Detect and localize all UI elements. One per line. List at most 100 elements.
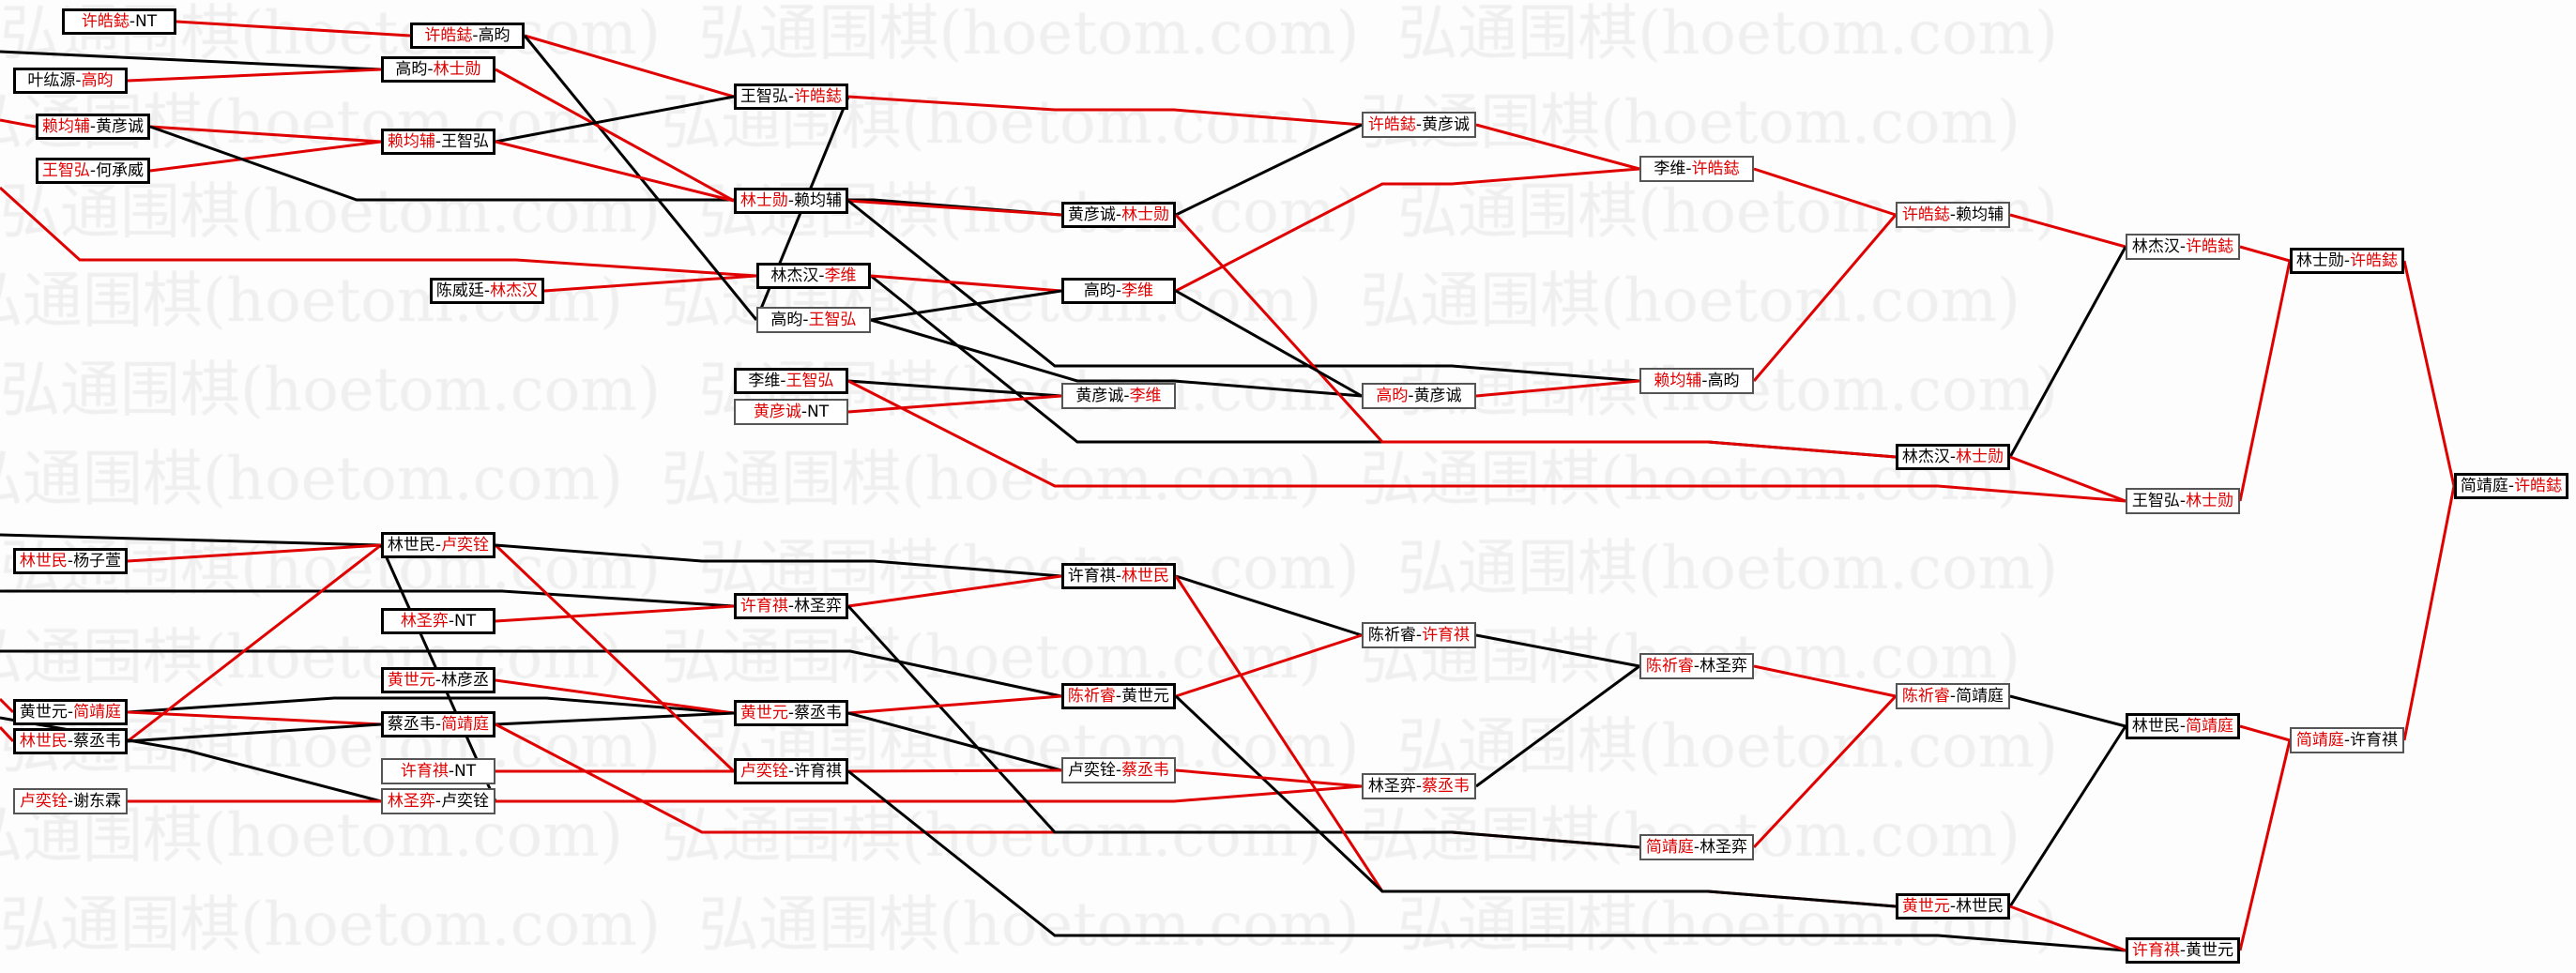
player-1-name: 黄彦诚	[1075, 386, 1124, 405]
player-2-name: 谢东霖	[73, 791, 122, 811]
separator: -	[472, 25, 479, 45]
match-box-t-c3[interactable]: 林杰汉-李维	[756, 263, 871, 289]
connector-black	[495, 95, 735, 144]
match-box-b-c2[interactable]: 黄世元-蔡丞韦	[734, 700, 848, 726]
connector-red	[870, 274, 1062, 293]
match-box-b-a1[interactable]: 林世民-杨子萱	[13, 548, 128, 574]
match-box-b-f2[interactable]: 简靖庭-林圣弈	[1639, 834, 1754, 860]
match-box-b-e2[interactable]: 林圣弈-蔡丞韦	[1362, 773, 1476, 799]
match-box-t-a1[interactable]: 许皓鋕-NT	[62, 8, 176, 35]
match-box-b-b4[interactable]: 蔡丞韦-简靖庭	[381, 711, 495, 737]
connector-red	[2009, 905, 2126, 952]
match-box-t-d3[interactable]: 黄彦诚-李维	[1061, 383, 1176, 409]
match-box-t-b1[interactable]: 许皓鋕-高昀	[410, 23, 525, 49]
match-box-b-e1[interactable]: 陈祈睿-许育祺	[1362, 622, 1476, 648]
match-box-b-d1[interactable]: 许育祺-林世民	[1061, 563, 1176, 589]
player-1-name: 林士勋	[739, 190, 788, 210]
match-box-t-i1[interactable]: 林士勋-许皓鋕	[2290, 248, 2404, 274]
match-box-t-h2[interactable]: 王智弘-林士勋	[2126, 488, 2240, 514]
player-2-name: 李维	[1121, 281, 1154, 300]
match-box-b-b1[interactable]: 林世民-卢奕铨	[381, 532, 495, 558]
connector-red	[495, 140, 735, 203]
match-box-b-c3[interactable]: 卢奕铨-许育祺	[734, 758, 848, 784]
player-1-name: 李维	[1654, 159, 1686, 178]
match-box-t-h1[interactable]: 林杰汉-许皓鋕	[2126, 234, 2240, 260]
connector-red	[847, 199, 1062, 217]
separator: -	[2179, 491, 2187, 510]
match-box-b-b3[interactable]: 黄世元-林彦丞	[381, 667, 495, 693]
match-box-b-h1[interactable]: 林世民-简靖庭	[2126, 713, 2240, 739]
player-2-name: 黄世元	[2186, 940, 2234, 960]
match-box-t-g2[interactable]: 林杰汉-林士勋	[1896, 444, 2010, 470]
match-box-b-c1[interactable]: 许育祺-林圣弈	[734, 593, 848, 619]
match-box-t-a5[interactable]: 陈威廷-林杰汉	[430, 278, 544, 304]
match-box-b-a4[interactable]: 卢奕铨-谢东霖	[13, 788, 128, 814]
separator: -	[67, 551, 74, 570]
match-box-t-c4[interactable]: 高昀-王智弘	[756, 307, 871, 333]
match-box-t-g1[interactable]: 许皓鋕-赖均辅	[1896, 202, 2010, 228]
separator: -	[434, 791, 442, 811]
match-box-b-b6[interactable]: 林圣弈-卢奕铨	[381, 788, 495, 814]
player-2-name: 黄彦诚	[96, 116, 145, 136]
player-1-name: 林圣弈	[387, 791, 435, 811]
connector-red	[1175, 167, 1640, 293]
player-2-name: 蔡丞韦	[73, 731, 122, 751]
match-box-b-f1[interactable]: 陈祈睿-林圣弈	[1639, 653, 1754, 679]
match-box-t-a3[interactable]: 赖均辅-黄彦诚	[36, 114, 150, 140]
separator: -	[1693, 837, 1700, 857]
match-box-t-d1[interactable]: 黄彦诚-林士勋	[1061, 202, 1176, 228]
match-box-t-c2[interactable]: 林士勋-赖均辅	[734, 188, 848, 214]
player-2-name: NT	[807, 402, 830, 421]
separator: -	[434, 714, 442, 734]
connector-red	[1753, 167, 1897, 217]
separator: -	[1115, 760, 1122, 780]
player-2-name: 许皓鋕	[1691, 159, 1740, 178]
separator: -	[787, 703, 795, 722]
player-2-name: 许育祺	[794, 761, 843, 781]
connector-red	[2239, 724, 2291, 742]
player-2-name: NT	[454, 761, 477, 781]
match-box-t-a2[interactable]: 叶纮源-高昀	[13, 68, 128, 94]
player-2-name: 简靖庭	[441, 714, 490, 734]
match-box-t-c1[interactable]: 王智弘-许皓鋕	[734, 84, 848, 110]
match-box-b-a2[interactable]: 黄世元-简靖庭	[13, 699, 128, 725]
player-1-name: 许育祺	[739, 596, 788, 616]
match-box-b-b2[interactable]: 林圣弈-NT	[381, 608, 495, 634]
match-box-t-b3[interactable]: 赖均辅-王智弘	[381, 129, 495, 155]
match-box-b-h2[interactable]: 许育祺-黄世元	[2126, 937, 2240, 964]
connector-black	[2009, 694, 2126, 728]
match-box-b-a3[interactable]: 林世民-蔡丞韦	[13, 728, 128, 754]
separator: -	[1693, 656, 1700, 676]
match-box-b-g2[interactable]: 黄世元-林世民	[1896, 893, 2010, 920]
match-box-b-d2[interactable]: 陈祈睿-黄世元	[1061, 683, 1176, 709]
separator: -	[434, 670, 442, 690]
match-box-b-b5[interactable]: 许育祺-NT	[381, 758, 495, 784]
match-box-t-e2[interactable]: 高昀-黄彦诚	[1362, 383, 1476, 409]
separator: -	[427, 59, 434, 79]
player-2-name: 黄世元	[1121, 686, 1170, 706]
match-box-t-f1[interactable]: 李维-许皓鋕	[1639, 156, 1754, 182]
match-box-t-f2[interactable]: 赖均辅-高昀	[1639, 368, 1754, 394]
match-box-t-d2[interactable]: 高昀-李维	[1061, 278, 1176, 304]
separator: -	[780, 371, 786, 390]
match-box-t-e1[interactable]: 许皓鋕-黄彦诚	[1362, 112, 1476, 138]
player-2-name: 蔡丞韦	[794, 703, 843, 722]
match-box-t-i2[interactable]: 简靖庭-许育祺	[2290, 727, 2404, 753]
player-2-name: 高昀	[1707, 371, 1740, 390]
match-box-t-b2[interactable]: 高昀-林士勋	[381, 56, 495, 83]
connector-red	[524, 34, 735, 99]
match-box-t-a4[interactable]: 王智弘-何承威	[36, 158, 150, 184]
separator: -	[1949, 686, 1957, 706]
player-2-name: 林彦丞	[441, 670, 490, 690]
player-1-name: 林世民	[19, 731, 68, 751]
match-box-t-c6[interactable]: 黄彦诚-NT	[734, 399, 848, 425]
player-2-name: 林士勋	[2186, 491, 2234, 510]
player-1-name: 高昀	[1376, 386, 1409, 405]
match-box-t-c5[interactable]: 李维-王智弘	[734, 368, 848, 394]
separator: -	[1415, 776, 1423, 796]
match-box-b-d3[interactable]: 卢奕铨-蔡丞韦	[1061, 757, 1176, 783]
player-2-name: 蔡丞韦	[1422, 776, 1471, 796]
separator: -	[1949, 447, 1957, 466]
match-box-b-g1[interactable]: 陈祈睿-简靖庭	[1896, 683, 2010, 709]
match-box-final[interactable]: 简靖庭-许皓鋕	[2454, 473, 2568, 499]
